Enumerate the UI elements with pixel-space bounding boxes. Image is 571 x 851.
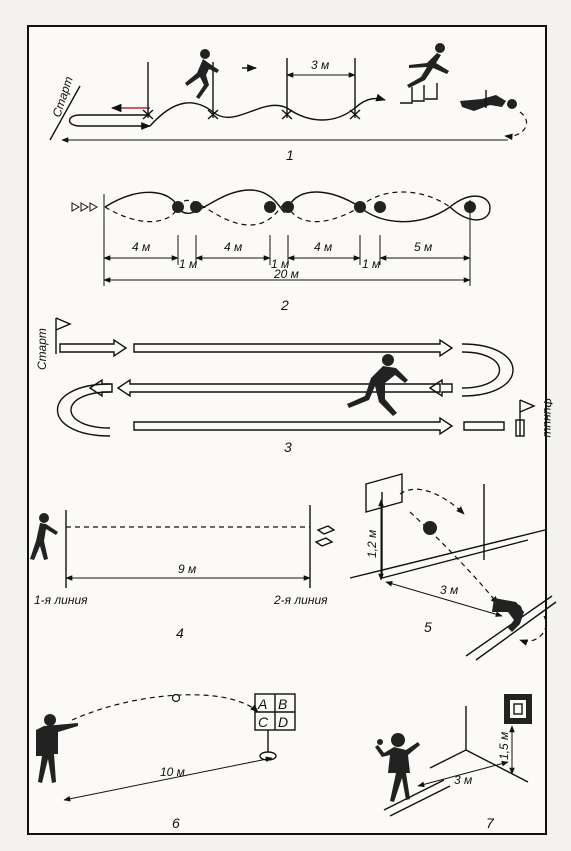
segment-dimensions	[103, 255, 471, 283]
zone-c: C	[258, 714, 269, 730]
weave-path	[149, 93, 386, 127]
target-board: A B C D	[254, 693, 296, 761]
zone-a: A	[257, 696, 267, 712]
zone-b: B	[278, 696, 287, 712]
blocks	[314, 525, 336, 547]
start-label: Старт	[35, 328, 49, 370]
distance-dimension	[63, 756, 273, 802]
throw-line-strip	[383, 779, 451, 817]
throwing-figure	[36, 714, 78, 783]
panel-number-5: 5	[424, 619, 432, 635]
panel-number-1: 1	[286, 147, 294, 163]
thrown-ball	[171, 693, 181, 703]
finish-flag	[519, 399, 536, 413]
hurdles	[400, 83, 438, 104]
crawling-figure	[460, 95, 517, 111]
slalom-solid-a	[104, 189, 286, 214]
u-turn-left-outer	[56, 383, 111, 437]
panel-6-target-throw: A B C D 10 м 6	[36, 693, 296, 831]
line-1-label: 1-я линия	[34, 593, 88, 607]
panel-number-6: 6	[172, 815, 180, 831]
start-flag	[55, 317, 72, 331]
sprinter-figure	[347, 354, 408, 416]
finish-label: Финиш	[541, 398, 555, 437]
total-label: 20 м	[273, 267, 299, 281]
panel-5-wall-throw: 1,2 м 3 м 5	[349, 473, 557, 661]
u-turn-left-inner	[70, 391, 111, 429]
gap-label: 3 м	[311, 58, 329, 72]
throw-trajectory	[71, 694, 259, 721]
zone-d: D	[278, 714, 288, 730]
return-path	[68, 114, 151, 130]
square-target-middle	[510, 700, 526, 718]
panel-7-square-target: 1,5 м 3 м 7	[375, 694, 532, 831]
panel-1-hurdle-course: Старт 3 м	[49, 43, 528, 163]
slalom-dashed-b	[359, 191, 451, 208]
panel-number-7: 7	[486, 815, 495, 831]
wall-target	[365, 473, 403, 513]
panel-4-line-run: 9 м 1-я линия 2-я линия 4	[30, 505, 336, 641]
distance-label: 10 м	[160, 765, 185, 779]
segment-2-label: 4 м	[224, 240, 242, 254]
segment-4-label: 5 м	[414, 240, 432, 254]
segment-1-label: 4 м	[132, 240, 150, 254]
distance-label: 3 м	[440, 583, 458, 597]
height-label: 1,5 м	[497, 732, 511, 760]
slalom-solid-b	[287, 191, 491, 223]
cross-marks	[142, 109, 361, 120]
gap-1-label: 1 м	[179, 257, 197, 271]
start-triangles	[71, 202, 99, 212]
u-turn-right-inner	[461, 351, 501, 389]
line-2-label: 2-я линия	[273, 593, 328, 607]
panel-2-cone-slalom: 4 м 1 м 4 м 1 м 4 м 1 м 5 м 20 м 2	[71, 189, 491, 313]
distance-label: 3 м	[454, 773, 472, 787]
distance-dimension	[385, 581, 503, 617]
height-label: 1,2 м	[365, 530, 379, 558]
start-line	[49, 85, 81, 141]
cones	[172, 201, 476, 213]
panel-3-shuttle-run: Старт Финиш 3	[35, 317, 555, 455]
gap-3-label: 1 м	[362, 257, 380, 271]
runner-figure	[185, 49, 219, 99]
segment-3-label: 4 м	[314, 240, 332, 254]
gap-2-label: 1 м	[271, 257, 289, 271]
square-target-inner	[513, 703, 523, 715]
ball	[423, 521, 437, 535]
turn-arrow	[519, 615, 547, 646]
turn-arrow	[504, 111, 528, 141]
slalom-dashed-a	[104, 199, 361, 226]
standing-figure	[30, 513, 58, 560]
panel-number-4: 4	[176, 625, 184, 641]
ball-trajectory-back	[409, 511, 499, 605]
female-thrower-figure	[375, 733, 420, 802]
finish-marker	[515, 419, 525, 437]
lane-arrows	[59, 338, 505, 436]
ball-trajectory-out	[399, 488, 465, 515]
panel-number-3: 3	[284, 439, 292, 455]
u-turn-right-outer	[461, 343, 514, 397]
floor-strip	[465, 595, 557, 661]
hurdle-jumper-figure	[407, 43, 449, 88]
panel-number-2: 2	[280, 297, 289, 313]
crouching-figure	[492, 598, 524, 632]
distance-dimension	[417, 760, 509, 788]
distance-label: 9 м	[178, 562, 196, 576]
